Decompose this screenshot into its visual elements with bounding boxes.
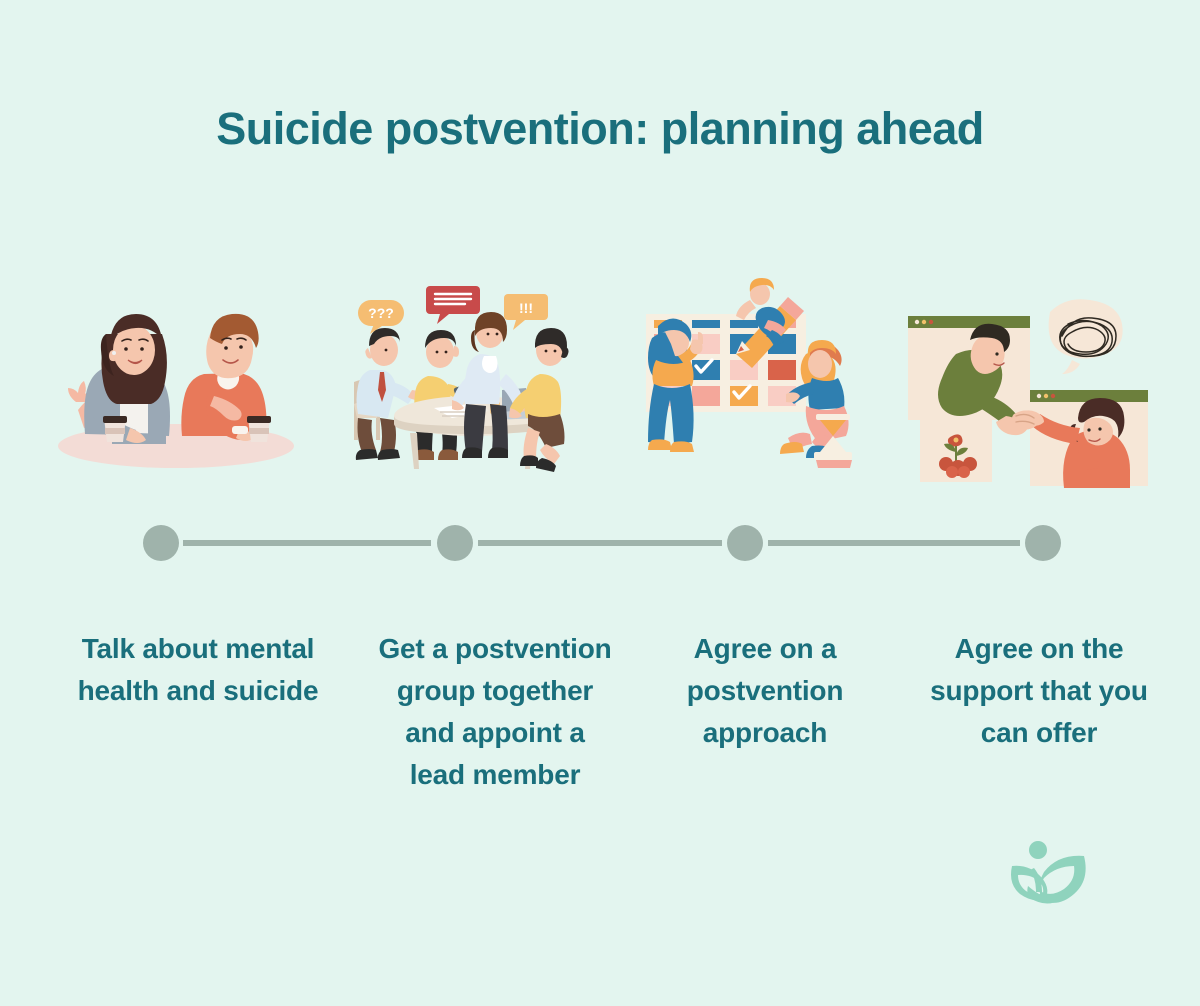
timeline-dot-3 bbox=[727, 525, 763, 561]
step-caption-3: Agree on a postvention approach bbox=[686, 633, 844, 748]
timeline bbox=[0, 510, 1200, 576]
speech-bubble-exclamation: !!! bbox=[504, 294, 548, 330]
speech-bubble-question: ??? bbox=[358, 300, 404, 334]
illustration-two-people-talking-over-coffee bbox=[36, 278, 308, 493]
timeline-dot-1 bbox=[143, 525, 179, 561]
step-caption-4: Agree on the support that you can offer bbox=[930, 633, 1148, 748]
svg-text:!!!: !!! bbox=[519, 300, 533, 316]
illustration-online-support-handshake bbox=[890, 278, 1162, 493]
timeline-dot-4 bbox=[1025, 525, 1061, 561]
illustration-planning-board-with-checklist bbox=[620, 278, 892, 493]
step-caption-1: Talk about mental health and suicide bbox=[77, 633, 319, 706]
caption-row: Talk about mental health and suicide Get… bbox=[0, 628, 1200, 796]
illustration-team-meeting-around-table: ??? !!! bbox=[336, 278, 608, 493]
step-caption-2: Get a postvention group together and app… bbox=[378, 633, 612, 790]
leaf-logo bbox=[998, 834, 1098, 912]
speech-bubble-lines bbox=[426, 286, 480, 324]
page-title: Suicide postvention: planning ahead bbox=[216, 103, 984, 154]
timeline-dot-2 bbox=[437, 525, 473, 561]
svg-text:???: ??? bbox=[368, 305, 394, 321]
illustration-row: ??? !!! bbox=[0, 278, 1200, 493]
